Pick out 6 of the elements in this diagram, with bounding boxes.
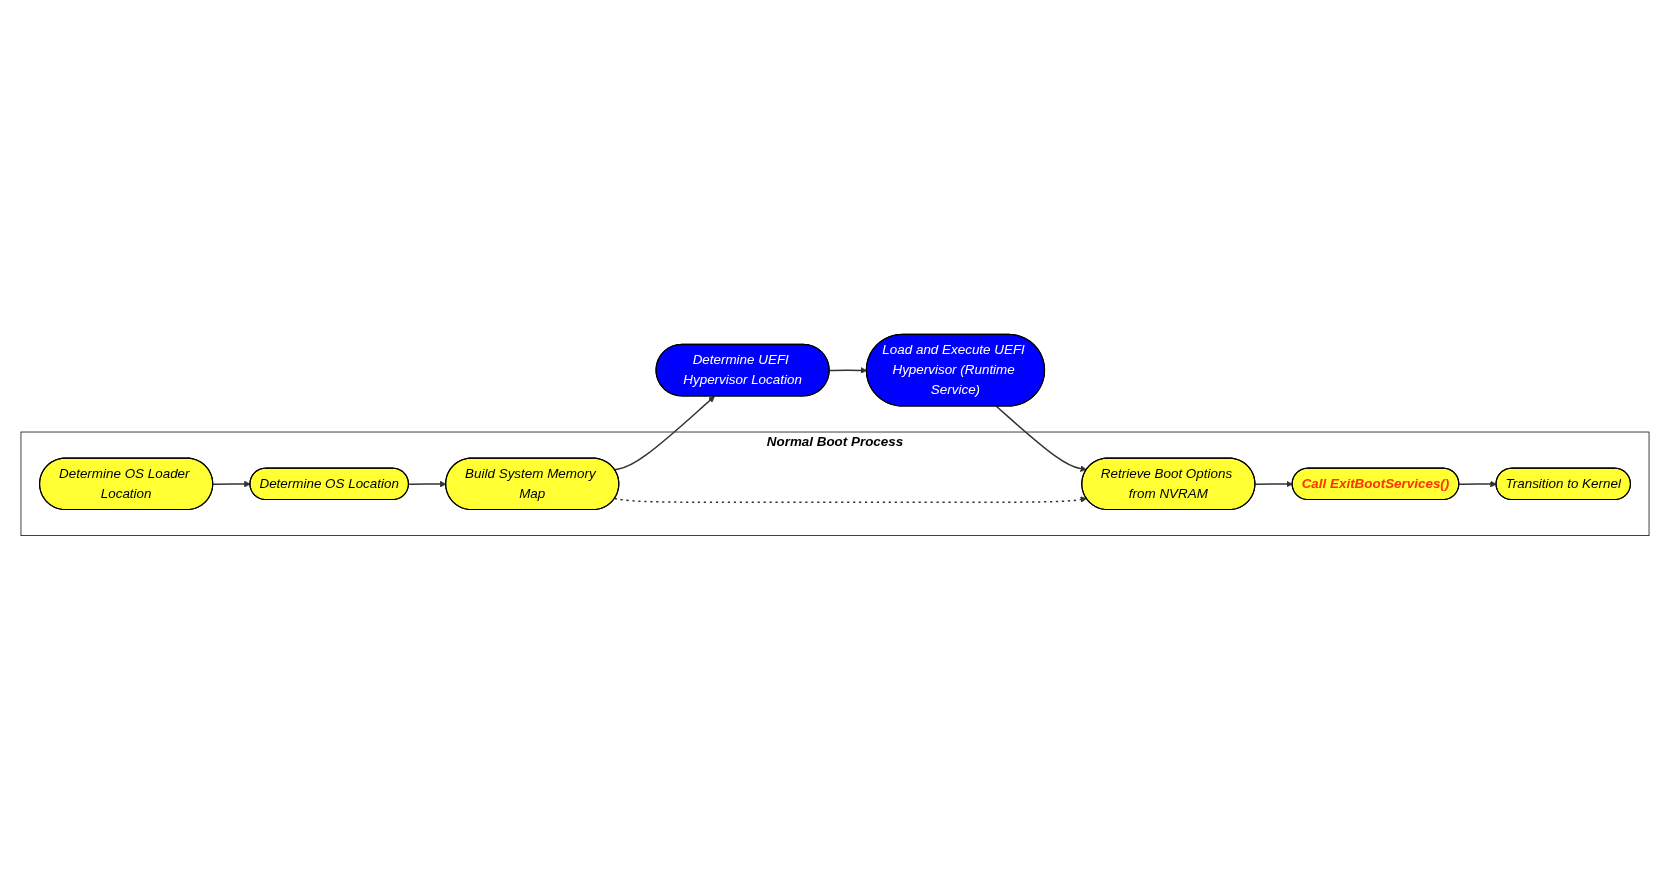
arrow: [614, 495, 1087, 503]
arrow: [212, 480, 251, 487]
arrow: [614, 395, 715, 471]
arrow: [1458, 480, 1497, 487]
arrow: [1254, 480, 1293, 487]
arrow: [995, 405, 1087, 472]
